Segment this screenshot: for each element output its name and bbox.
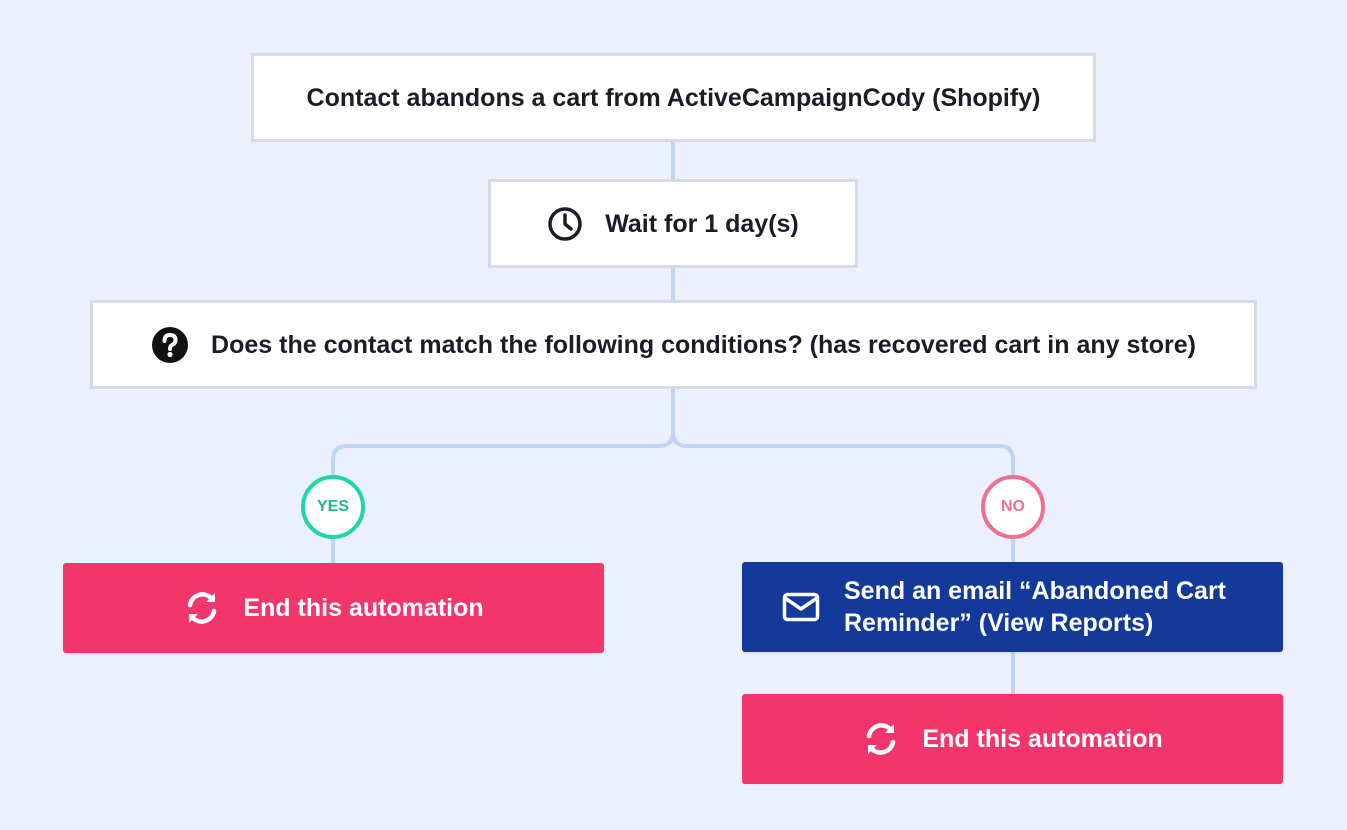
- yes-end-automation[interactable]: End this automation: [63, 563, 604, 653]
- refresh-icon: [183, 589, 221, 627]
- connector-no-branch: [671, 431, 1015, 476]
- yes-end-label: End this automation: [243, 594, 484, 622]
- wait-label: Wait for 1 day(s): [605, 209, 799, 238]
- trigger-node[interactable]: Contact abandons a cart from ActiveCampa…: [251, 53, 1096, 142]
- yes-branch-badge[interactable]: YES: [301, 475, 365, 539]
- condition-label: Does the contact match the following con…: [211, 330, 1196, 359]
- no-branch-badge[interactable]: NO: [981, 475, 1045, 539]
- envelope-icon: [782, 592, 820, 622]
- wait-node[interactable]: Wait for 1 day(s): [488, 179, 858, 268]
- condition-node[interactable]: Does the contact match the following con…: [90, 300, 1257, 389]
- yes-branch-label: YES: [316, 498, 349, 515]
- question-circle-icon: [151, 326, 189, 364]
- no-branch-label: NO: [1001, 498, 1025, 515]
- refresh-icon: [862, 720, 900, 758]
- connector-yes-branch: [331, 387, 675, 476]
- send-email-label: Send an email “Abandoned Cart Reminder” …: [844, 577, 1227, 637]
- no-end-automation[interactable]: End this automation: [742, 694, 1283, 784]
- clock-icon: [547, 206, 583, 242]
- trigger-label: Contact abandons a cart from ActiveCampa…: [306, 83, 1041, 112]
- send-email-action[interactable]: Send an email “Abandoned Cart Reminder” …: [742, 562, 1283, 652]
- no-end-label: End this automation: [922, 725, 1163, 753]
